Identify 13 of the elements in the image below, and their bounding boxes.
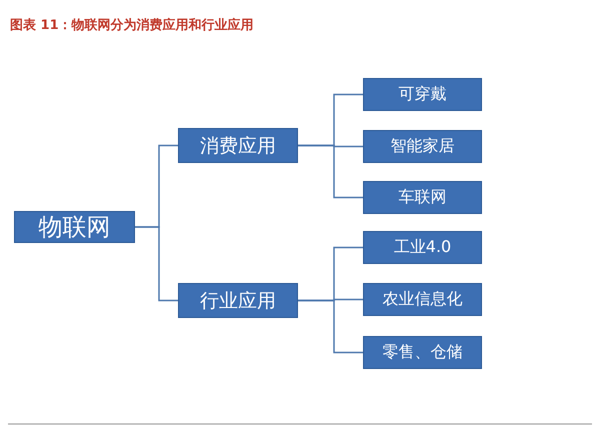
category-box: 工业4.0 (363, 231, 482, 264)
connector-line (298, 300, 363, 354)
category-box: 消费应用 (178, 128, 298, 163)
category-box: 行业应用 (178, 283, 298, 318)
connector-line (135, 226, 178, 302)
category-box: 零售、仓储 (363, 336, 482, 369)
category-box: 智能家居 (363, 130, 482, 163)
category-box: 农业信息化 (363, 283, 482, 316)
category-box: 车联网 (363, 181, 482, 214)
category-box: 可穿戴 (363, 78, 482, 111)
title: 图表 11：物联网分为消费应用和行业应用 (10, 16, 254, 34)
category-box: 物联网 (14, 211, 135, 243)
connector-line (298, 144, 363, 198)
